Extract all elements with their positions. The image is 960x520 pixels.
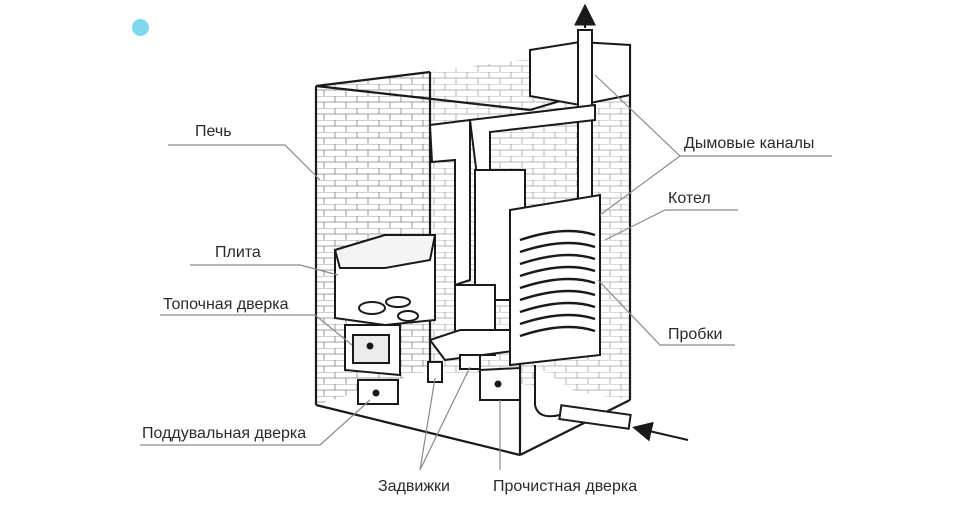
label-zadvizhki: Задвижки (378, 478, 450, 495)
label-dymovye-kanaly: Дымовые каналы (684, 135, 815, 152)
dampers (427, 354, 481, 383)
label-pech: Печь (195, 123, 232, 140)
label-podduvalnaya-dverka: Поддувальная дверка (142, 425, 307, 442)
label-plita: Плита (215, 244, 261, 261)
accent-dot (132, 19, 149, 36)
leader-lines (140, 74, 832, 471)
label-probki: Пробки (668, 326, 723, 343)
water-pipe (534, 365, 689, 442)
cleaning-door (479, 366, 521, 401)
firebox-door (344, 324, 401, 377)
label-topochnaya-dverka: Топочная дверка (163, 296, 289, 313)
boiler (509, 193, 601, 367)
label-prochistnaya-dverka: Прочистная дверка (493, 478, 638, 495)
ash-pit-door (357, 379, 399, 405)
cooking-plate (333, 234, 437, 327)
smoke-channels (428, 103, 596, 362)
label-kotel: Котел (668, 190, 711, 207)
